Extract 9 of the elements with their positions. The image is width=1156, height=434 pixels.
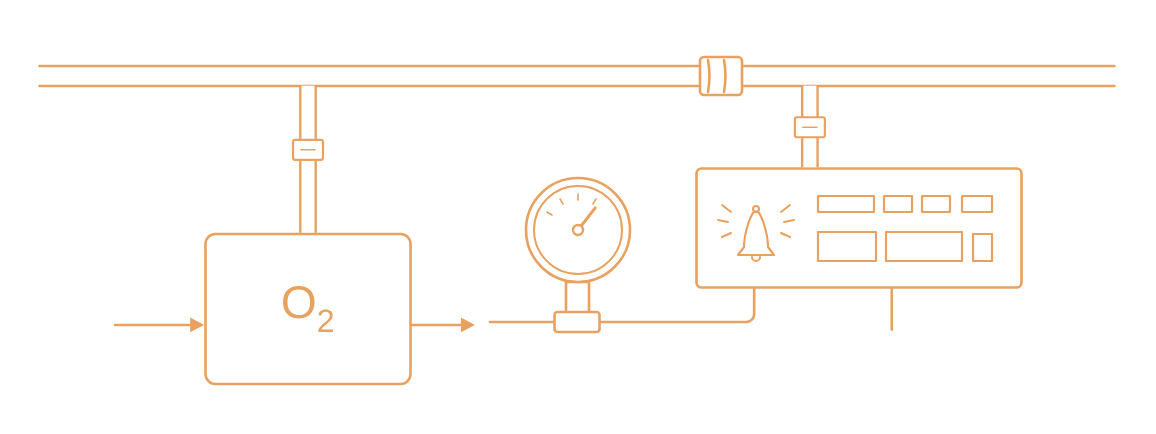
- pipe: [38, 55, 1116, 97]
- pipe-branch: [291, 85, 325, 233]
- pipe-branch: [793, 85, 826, 168]
- connector-line: [599, 287, 756, 324]
- process-box: O$_{2}$: [204, 232, 412, 386]
- alarm-panel: [695, 167, 1023, 289]
- connector-line: [890, 287, 894, 332]
- connector-line: [488, 320, 555, 324]
- gauge-drawing: [524, 176, 632, 334]
